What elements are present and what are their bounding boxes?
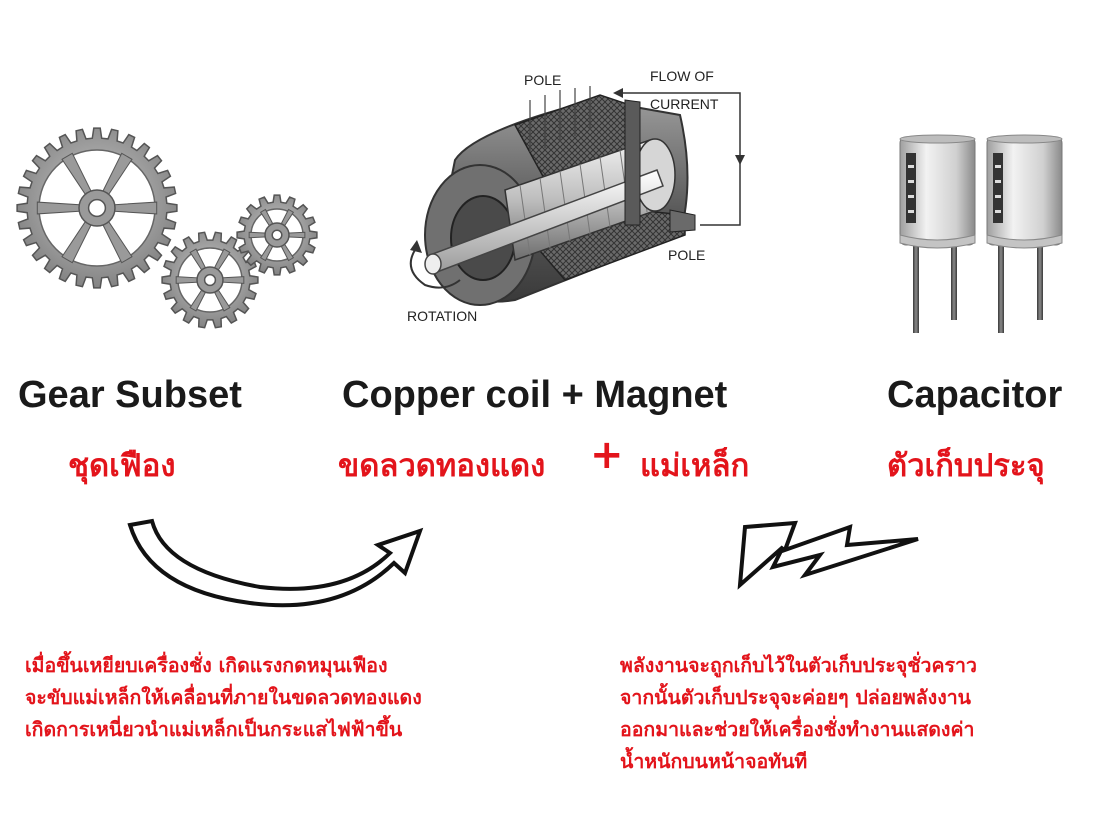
- motor-cutaway-icon: [409, 86, 745, 306]
- description-right-line-3: ออกมาและช่วยให้เครื่องชั่งทำงานแสดงค่า: [620, 718, 975, 741]
- capacitor-icon: [899, 134, 1063, 333]
- description-left-line-2: จะขับแม่เหล็กให้เคลื่อนที่ภายในขดลวดทองแ…: [25, 686, 422, 709]
- description-right-line-1: พลังงานจะถูกเก็บไว้ในตัวเก็บประจุชั่วครา…: [620, 654, 977, 677]
- subtitle-copper-coil: ขดลวดทองแดง: [338, 448, 546, 484]
- plus-sign: +: [590, 432, 624, 478]
- label-flow-of: FLOW OF: [650, 68, 714, 84]
- description-right-line-4: น้ำหนักบนหน้าจอทันที: [620, 750, 808, 773]
- description-left: เมื่อขึ้นเหยียบเครื่องชั่ง เกิดแรงกดหมุน…: [25, 650, 422, 746]
- description-right: พลังงานจะถูกเก็บไว้ในตัวเก็บประจุชั่วครา…: [620, 650, 977, 778]
- title-gear-subset: Gear Subset: [18, 374, 242, 416]
- label-rotation: ROTATION: [407, 308, 478, 324]
- description-left-line-1: เมื่อขึ้นเหยียบเครื่องชั่ง เกิดแรงกดหมุน…: [25, 654, 388, 677]
- title-capacitor: Capacitor: [887, 374, 1063, 416]
- lightning-bolt-icon: [737, 520, 919, 590]
- curved-arrow-icon: [127, 518, 424, 608]
- description-left-line-3: เกิดการเหนี่ยวนำแม่เหล็กเป็นกระแสไฟฟ้าขึ…: [25, 718, 403, 741]
- label-current: CURRENT: [650, 96, 719, 112]
- subtitle-capacitor: ตัวเก็บประจุ: [887, 448, 1045, 484]
- gears-icon: [16, 127, 318, 329]
- title-copper-coil-magnet: Copper coil + Magnet: [342, 374, 728, 416]
- subtitle-gear-subset: ชุดเฟือง: [68, 448, 176, 484]
- subtitle-magnet: แม่เหล็ก: [640, 448, 750, 484]
- label-pole-top: POLE: [524, 72, 562, 88]
- label-pole-bottom: POLE: [668, 247, 706, 263]
- description-right-line-2: จากนั้นตัวเก็บประจุจะค่อยๆ ปล่อยพลังงาน: [620, 686, 971, 709]
